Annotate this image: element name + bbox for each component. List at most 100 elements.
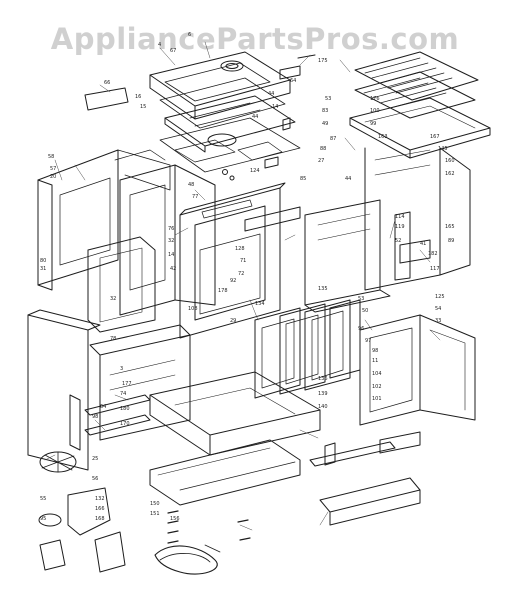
insulation-pad (87, 236, 156, 333)
callout-label: 33 (435, 318, 441, 324)
callout-label: 49 (322, 121, 328, 127)
callout-label: 32 (168, 238, 174, 244)
callout-label: 27 (318, 158, 324, 164)
callout-label: 98 (372, 348, 378, 354)
callout-label: 135 (318, 286, 328, 292)
callout-label: 74 (120, 391, 126, 397)
callout-label: 177 (122, 381, 132, 387)
callout-label: 180 (120, 406, 130, 412)
callout-label: 71 (240, 258, 246, 264)
callout-label: 64 (100, 404, 106, 410)
callout-label: 87 (330, 136, 336, 142)
callout-label: 117 (430, 266, 440, 272)
wire-harness (154, 544, 221, 575)
callout-label: 128 (235, 246, 245, 252)
front-lower-panel (27, 309, 101, 471)
callout-label: 88 (320, 146, 326, 152)
callout-label: 72 (238, 271, 244, 277)
callout-label: 25 (92, 456, 98, 462)
callout-label: 160 (445, 158, 455, 164)
drawer-front (359, 314, 476, 426)
grate-assembly (349, 51, 491, 159)
callout-label: 166 (95, 506, 105, 512)
callout-label: 66 (104, 80, 110, 86)
callout-label: 76 (168, 226, 174, 232)
callout-label: 32 (110, 296, 116, 302)
oven-door-stack (254, 299, 361, 399)
callout-label: 150 (150, 501, 160, 507)
callout-label: 31 (40, 266, 46, 272)
callout-label: 14 (272, 104, 278, 110)
callout-label: 52 (395, 238, 401, 244)
callout-label: 124 (250, 168, 260, 174)
callout-label: 139 (318, 391, 328, 397)
callout-label: 125 (435, 294, 445, 300)
callout-label: 29 (230, 318, 236, 324)
callout-label: 44 (252, 114, 258, 120)
callout-label: 175 (318, 58, 328, 64)
callout-label: 156 (170, 516, 180, 522)
callout-label: 20 (50, 174, 56, 180)
callout-label: 96 (358, 326, 364, 332)
hardware-screws (84, 54, 336, 544)
callout-label: 53 (325, 96, 331, 102)
broiler-drawer (149, 371, 321, 456)
callout-label: 132 (95, 496, 105, 502)
callout-label: 57 (50, 166, 56, 172)
callout-label: 58 (48, 154, 54, 160)
callout-label: 114 (395, 214, 405, 220)
lower-frame (69, 324, 191, 451)
callout-label: 44 (345, 176, 351, 182)
callout-label: 85 (300, 176, 306, 182)
callout-label: 83 (322, 108, 328, 114)
callout-label: 145 (438, 146, 448, 152)
callout-label: 163 (378, 134, 388, 140)
fan-assembly (38, 451, 126, 573)
callout-label: 80 (40, 258, 46, 264)
callout-label: 42 (170, 266, 176, 272)
callout-label: 48 (188, 182, 194, 188)
right-side-panel (364, 147, 471, 291)
callout-label: 16 (135, 94, 141, 100)
callout-label: 15 (140, 104, 146, 110)
left-side-panel (37, 149, 171, 291)
callout-label: 140 (318, 404, 328, 410)
cooktop-top-assembly (149, 51, 301, 173)
callout-label: 50 (362, 308, 368, 314)
callout-label: 3 (120, 366, 123, 372)
callout-label: 100 (370, 108, 380, 114)
callout-label: 98 (92, 414, 98, 420)
oven-front-frame (179, 182, 286, 339)
callout-label: 53 (358, 296, 364, 302)
callout-label: 78 (110, 336, 116, 342)
rear-panel (244, 199, 391, 313)
callout-label: 89 (448, 238, 454, 244)
callout-label: 6 (188, 32, 191, 38)
callout-label: 92 (230, 278, 236, 284)
callout-label: 11 (372, 358, 378, 364)
callout-label: 178 (218, 288, 228, 294)
callout-label: 41 (420, 241, 426, 247)
callout-label: 151 (150, 511, 160, 517)
leader-lines (44, 41, 441, 531)
callout-label: 176 (370, 96, 380, 102)
callout-label: 102 (372, 384, 382, 390)
callout-label: 54 (435, 306, 441, 312)
storage-drawer (309, 431, 421, 526)
callout-label: 95 (40, 516, 46, 522)
callout-label: 67 (170, 48, 176, 54)
callout-label: 104 (372, 371, 382, 377)
callout-label: 77 (192, 194, 198, 200)
callout-label: 108 (188, 306, 198, 312)
callout-label: 170 (120, 421, 130, 427)
callout-label: 182 (428, 251, 438, 257)
callout-label: 165 (445, 224, 455, 230)
callout-label: 64 (290, 78, 296, 84)
callout-label: 44 (268, 91, 274, 97)
callout-label: 162 (445, 171, 455, 177)
callout-label: 136 (318, 376, 328, 382)
base-tray (149, 439, 301, 506)
callout-label: 167 (430, 134, 440, 140)
